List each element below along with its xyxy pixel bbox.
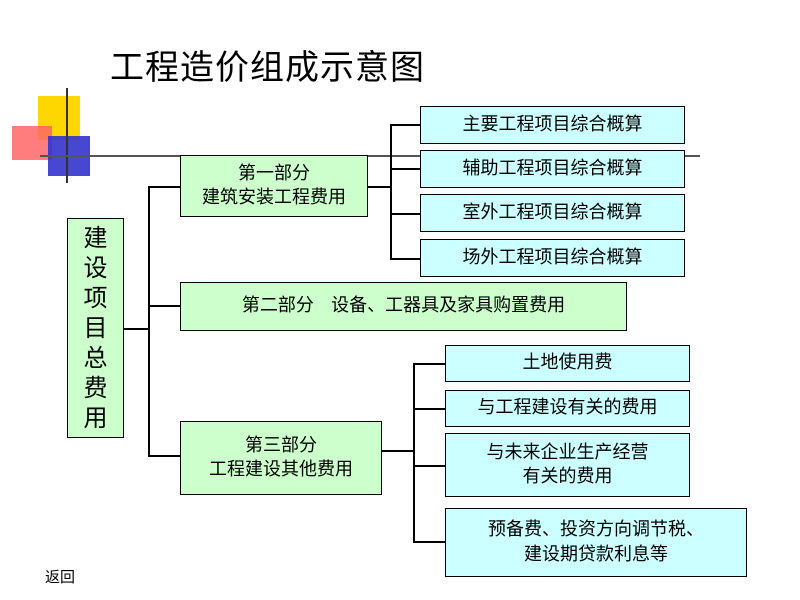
connector <box>148 186 150 456</box>
part-1-node: 第一部分 建筑安装工程费用 <box>180 155 368 217</box>
part-3-item-label: 预备费、投资方向调节税、 <box>488 519 704 541</box>
root-char: 目 <box>83 314 108 342</box>
connector <box>390 258 420 260</box>
connector <box>148 305 180 307</box>
connector <box>390 124 392 258</box>
part-3-item-label: 与工程建设有关的费用 <box>477 397 658 419</box>
part-3-node: 第三部分 工程建设其他费用 <box>180 421 382 495</box>
connector <box>413 541 445 543</box>
connector <box>148 186 180 188</box>
connector <box>367 186 391 188</box>
connector <box>124 328 148 330</box>
decorative-logo <box>0 88 110 188</box>
part-3-item-label: 有关的费用 <box>522 466 613 487</box>
part-2-line1: 第二部分 设备、工器具及家具购置费用 <box>241 295 566 317</box>
root-char: 总 <box>83 344 108 372</box>
root-char: 项 <box>83 284 108 312</box>
root-node-total-cost: 建 设 项 目 总 费 用 <box>67 218 124 438</box>
part-1-line1: 第一部分 <box>238 162 310 184</box>
part-3-item: 土地使用费 <box>445 345 690 382</box>
part-3-item: 与工程建设有关的费用 <box>445 390 690 427</box>
page-title: 工程造价组成示意图 <box>110 48 425 88</box>
back-link[interactable]: 返回 <box>45 568 76 586</box>
root-char: 建 <box>83 224 108 252</box>
root-char: 费 <box>83 374 108 402</box>
part-1-item: 场外工程项目综合概算 <box>420 239 685 277</box>
part-1-item: 主要工程项目综合概算 <box>420 106 685 144</box>
connector <box>390 213 420 215</box>
connector <box>390 124 420 126</box>
part-2-node: 第二部分 设备、工器具及家具购置费用 <box>180 282 627 331</box>
part-3-item: 预备费、投资方向调节税、 建设期贷款利息等 <box>445 508 747 577</box>
root-char: 设 <box>83 254 108 282</box>
part-1-line2: 建筑安装工程费用 <box>202 187 346 208</box>
part-1-item: 辅助工程项目综合概算 <box>420 150 685 188</box>
connector <box>148 455 180 457</box>
connector <box>413 465 445 467</box>
part-1-item-label: 辅助工程项目综合概算 <box>462 157 643 179</box>
part-1-item-label: 场外工程项目综合概算 <box>462 246 643 268</box>
part-3-item-label: 土地使用费 <box>522 352 613 374</box>
part-1-item: 室外工程项目综合概算 <box>420 194 685 232</box>
connector <box>390 168 420 170</box>
part-3-line1: 第三部分 <box>245 434 317 456</box>
connector <box>413 363 415 541</box>
part-3-line2: 工程建设其他费用 <box>209 459 353 480</box>
part-1-item-label: 主要工程项目综合概算 <box>462 113 643 135</box>
connector <box>413 363 445 365</box>
part-3-item-label: 建设期贷款利息等 <box>524 543 668 565</box>
part-1-item-label: 室外工程项目综合概算 <box>462 201 643 223</box>
connector <box>413 408 445 410</box>
root-char: 用 <box>83 404 108 432</box>
connector <box>381 450 414 452</box>
title-underline <box>40 155 700 157</box>
part-3-item: 与未来企业生产经营 有关的费用 <box>445 433 690 497</box>
part-3-item-label: 与未来企业生产经营 <box>486 441 649 463</box>
